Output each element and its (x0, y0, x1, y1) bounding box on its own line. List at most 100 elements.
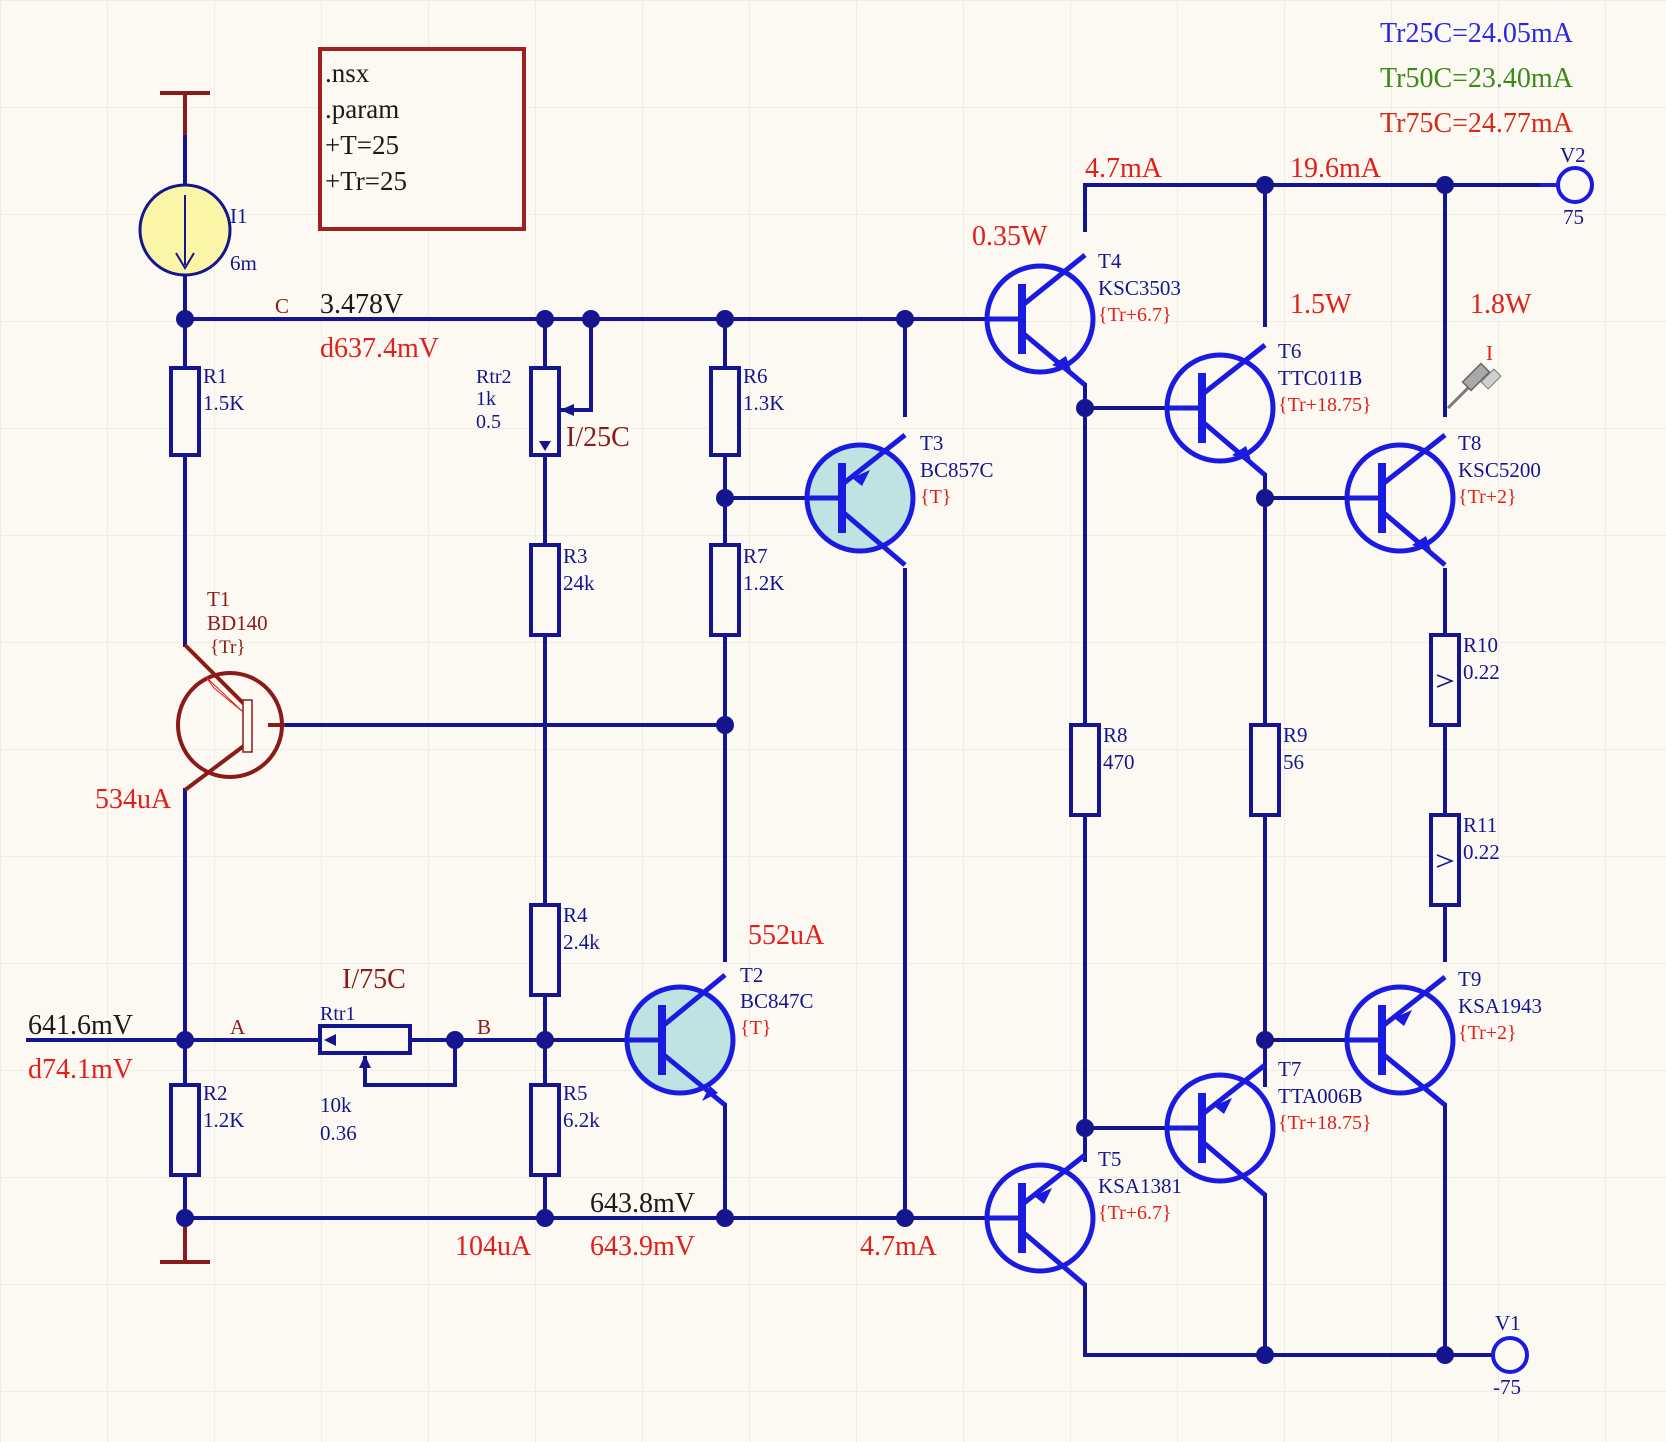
rtr2-pos: 0.5 (476, 411, 501, 433)
t6-name: T6 (1278, 339, 1301, 363)
t7-temp: {Tr+18.75} (1278, 1112, 1372, 1134)
t5-name: T5 (1098, 1147, 1121, 1171)
r1-name: R1 (203, 364, 228, 388)
t5-part: KSA1381 (1098, 1174, 1182, 1198)
t2-name: T2 (740, 963, 763, 987)
rtr1-pos: 0.36 (320, 1121, 357, 1145)
v2-name: V2 (1560, 143, 1586, 167)
r8-value: 470 (1103, 750, 1135, 774)
resistor-r4[interactable] (529, 903, 561, 997)
r9-name: R9 (1283, 723, 1308, 747)
rtr1-name: Rtr1 (320, 1003, 356, 1025)
t9-temp: {Tr+2} (1458, 1022, 1517, 1044)
current-top-t6: 19.6mA (1290, 153, 1382, 184)
resistor-r2[interactable] (169, 1083, 201, 1177)
sense-marks (1436, 674, 1455, 868)
t4-name: T4 (1098, 249, 1122, 273)
t1-temp: {Tr} (210, 637, 246, 658)
t7-name: T7 (1278, 1057, 1301, 1081)
voltage-node-c: 3.478V (320, 289, 403, 320)
r10-name: R10 (1463, 633, 1498, 657)
transistor-t8[interactable]: T8 KSC5200 {Tr+2} (1344, 431, 1541, 567)
transistor-t4[interactable]: T4 KSC3503 {Tr+6.7} (984, 249, 1181, 387)
v2-value: 75 (1563, 205, 1584, 229)
t1-name: T1 (207, 587, 230, 611)
resistor-r7[interactable] (709, 543, 741, 637)
port-v2[interactable]: V2 75 (1540, 143, 1594, 229)
current-t3: 4.7mA (860, 1231, 938, 1262)
transistor-t5[interactable]: T5 KSA1381 {Tr+6.7} (984, 1147, 1182, 1287)
t8-temp: {Tr+2} (1458, 486, 1517, 508)
rtr2-note: I/25C (566, 422, 630, 453)
r6-name: R6 (743, 364, 768, 388)
transistor-t7[interactable]: T7 TTA006B {Tr+18.75} (1164, 1057, 1372, 1197)
r6-value: 1.3K (743, 391, 784, 415)
results-legend: Tr25C=24.05mA Tr50C=23.40mA Tr75C=24.77m… (1380, 18, 1574, 139)
resistor-r5[interactable] (529, 1083, 561, 1177)
power-t4: 0.35W (972, 221, 1048, 252)
r11-value: 0.22 (1463, 840, 1500, 864)
current-t2: 552uA (748, 920, 825, 951)
r5-name: R5 (563, 1081, 588, 1105)
t4-temp: {Tr+6.7} (1098, 304, 1172, 326)
v1-value: -75 (1493, 1375, 1521, 1399)
delta-node-a: d74.1mV (28, 1054, 133, 1085)
result-tr25: Tr25C=24.05mA (1380, 18, 1574, 49)
directive-line-2: .param (325, 94, 399, 124)
resistor-r11[interactable] (1429, 813, 1461, 907)
rtr2-name: Rtr2 (476, 366, 512, 388)
current-t1: 534uA (95, 784, 172, 815)
r7-name: R7 (743, 544, 768, 568)
t3-name: T3 (920, 431, 943, 455)
delta-node-c: d637.4mV (320, 333, 439, 364)
current-top-t4: 4.7mA (1085, 153, 1163, 184)
port-v1[interactable]: V1 -75 (1491, 1311, 1529, 1399)
resistor-r6[interactable] (709, 366, 741, 457)
voltage-bottom-red: 643.9mV (590, 1231, 695, 1262)
current-probe-icon[interactable]: I (1446, 341, 1502, 410)
r5-value: 6.2k (563, 1108, 600, 1132)
resistor-r1[interactable] (169, 366, 201, 457)
pot-rtr2[interactable]: Rtr2 1k 0.5 I/25C (476, 366, 630, 457)
transistor-t9[interactable]: T9 KSA1943 {Tr+2} (1344, 967, 1542, 1107)
power-t6: 1.5W (1290, 289, 1352, 320)
current-source-i1[interactable]: I1 6m (138, 183, 257, 277)
t2-part: BC847C (740, 989, 814, 1013)
current-r5: 104uA (455, 1231, 532, 1262)
r3-name: R3 (563, 544, 588, 568)
power-t8: 1.8W (1470, 289, 1532, 320)
r7-value: 1.2K (743, 571, 784, 595)
resistor-r10[interactable] (1429, 633, 1461, 727)
junctions (176, 176, 1454, 1364)
r1-value: 1.5K (203, 391, 244, 415)
t6-part: TTC011B (1278, 366, 1362, 390)
t1-part: BD140 (207, 611, 268, 635)
resistor-r9[interactable] (1249, 723, 1281, 817)
r2-name: R2 (203, 1081, 228, 1105)
transistor-t6[interactable]: T6 TTC011B {Tr+18.75} (1164, 339, 1372, 477)
t2-temp: {T} (740, 1017, 771, 1039)
i1-name: I1 (230, 204, 248, 228)
pot-rtr1[interactable]: Rtr1 10k 0.36 I/75C (318, 964, 412, 1145)
net-label-a: A (230, 1015, 246, 1039)
resistor-r3[interactable] (529, 543, 561, 637)
transistor-t1[interactable]: T1 BD140 {Tr} (176, 587, 285, 792)
t6-temp: {Tr+18.75} (1278, 394, 1372, 416)
spice-directive[interactable]: .nsx .param +T=25 +Tr=25 (318, 47, 526, 231)
t8-part: KSC5200 (1458, 458, 1541, 482)
t4-part: KSC3503 (1098, 276, 1181, 300)
transistor-t3[interactable]: T3 BC857C {T} (804, 431, 994, 567)
resistor-r8[interactable] (1069, 723, 1101, 817)
directive-line-3: +T=25 (325, 130, 399, 160)
r11-name: R11 (1463, 813, 1497, 837)
transistor-t2[interactable]: T2 BC847C {T} (624, 963, 814, 1107)
r10-value: 0.22 (1463, 660, 1500, 684)
net-label-b: B (477, 1015, 491, 1039)
i1-value: 6m (230, 251, 257, 275)
t7-part: TTA006B (1278, 1084, 1363, 1108)
rtr1-value: 10k (320, 1093, 352, 1117)
rtr2-value: 1k (476, 388, 496, 410)
v1-name: V1 (1495, 1311, 1521, 1335)
